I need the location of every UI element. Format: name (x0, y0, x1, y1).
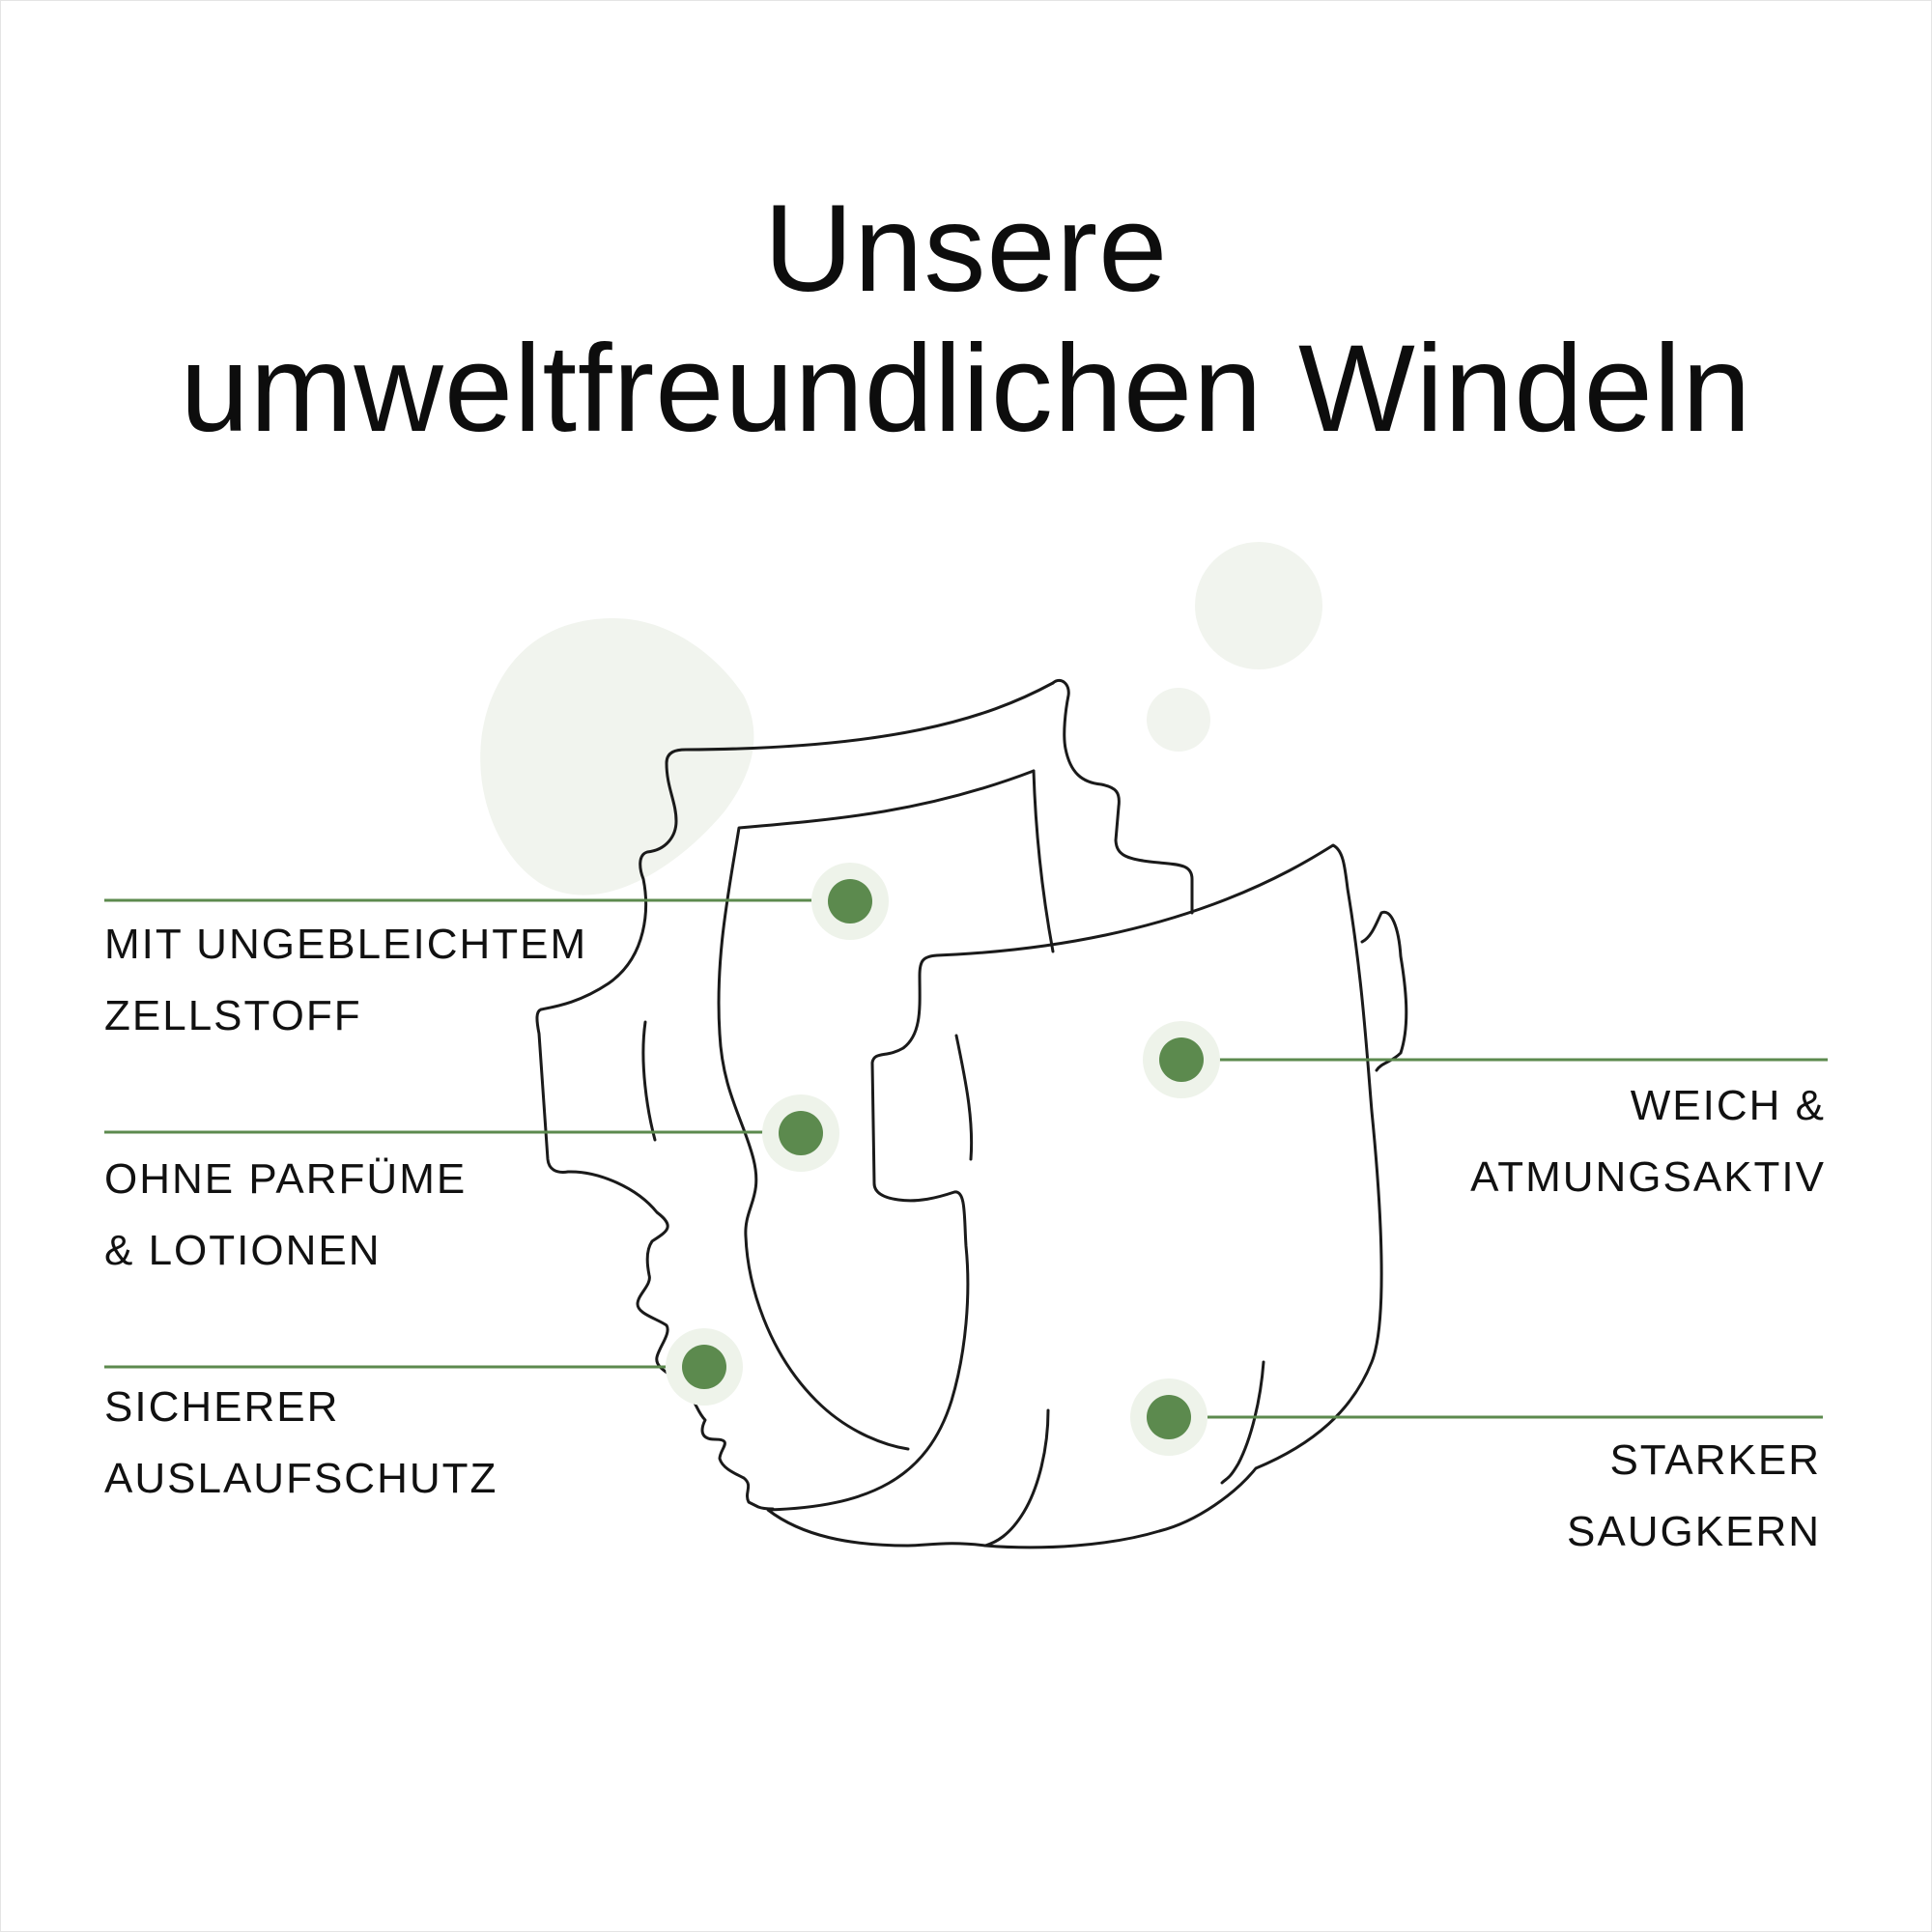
feature-label-line: SICHERER (104, 1383, 340, 1431)
marker-leak-protection (666, 1328, 743, 1406)
front-leg-cuff (954, 1034, 974, 1161)
marker-dot (1147, 1395, 1191, 1439)
feature-label-absorbent-core: STARKER SAUGKERN (1567, 1425, 1821, 1568)
liner-fold-line (1032, 769, 1055, 953)
feature-label-leak-protection: SICHERER AUSLAUFSCHUTZ (104, 1372, 497, 1515)
back-ear-outline (1051, 678, 1194, 915)
markers (666, 863, 1220, 1456)
front-crotch-line (983, 1408, 1050, 1548)
marker-dot (779, 1111, 823, 1155)
marker-unbleached (811, 863, 889, 940)
front-ear-outline (1360, 910, 1408, 1072)
feature-label-line: ZELLSTOFF (104, 992, 362, 1039)
front-side-line (1220, 1360, 1265, 1485)
back-panel-outline (535, 681, 1055, 1511)
leader-lines (104, 898, 1828, 1419)
feature-label-line: WEICH & (1630, 1082, 1826, 1129)
marker-absorbent-core (1130, 1378, 1208, 1456)
title-line-2: umweltfreundlichen Windeln (180, 320, 1752, 458)
front-panel-outline (766, 843, 1383, 1549)
marker-dot (828, 879, 872, 923)
marker-no-perfume (762, 1094, 839, 1172)
feature-label-line: MIT UNGEBLEICHTEM (104, 921, 588, 968)
feature-label-line: SAUGKERN (1567, 1508, 1821, 1555)
feature-label-unbleached: MIT UNGEBLEICHTEM ZELLSTOFF (104, 909, 587, 1052)
background-blobs (480, 542, 1322, 895)
title-line-1: Unsere (763, 180, 1169, 318)
marker-dot (1159, 1037, 1204, 1082)
blob-medium (1195, 542, 1322, 669)
feature-label-no-perfume: OHNE PARFÜME & LOTIONEN (104, 1144, 467, 1287)
diaper-outline (535, 678, 1408, 1549)
page-title: Unsere umweltfreundlichen Windeln (0, 179, 1932, 459)
feature-label-line: OHNE PARFÜME (104, 1155, 468, 1203)
marker-dot (682, 1345, 726, 1389)
blob-small (1147, 688, 1210, 752)
feature-label-line: ATMUNGSAKTIV (1470, 1153, 1826, 1201)
feature-label-line: AUSLAUFSCHUTZ (104, 1455, 498, 1502)
back-leg-cuff (641, 1020, 657, 1142)
blob-large (480, 618, 754, 895)
marker-breathable (1143, 1021, 1220, 1098)
feature-label-line: STARKER (1609, 1436, 1821, 1484)
inner-liner-outline (717, 769, 1036, 1451)
feature-label-line: & LOTIONEN (104, 1227, 382, 1274)
feature-label-breathable: WEICH & ATMUNGSAKTIV (1470, 1070, 1826, 1213)
